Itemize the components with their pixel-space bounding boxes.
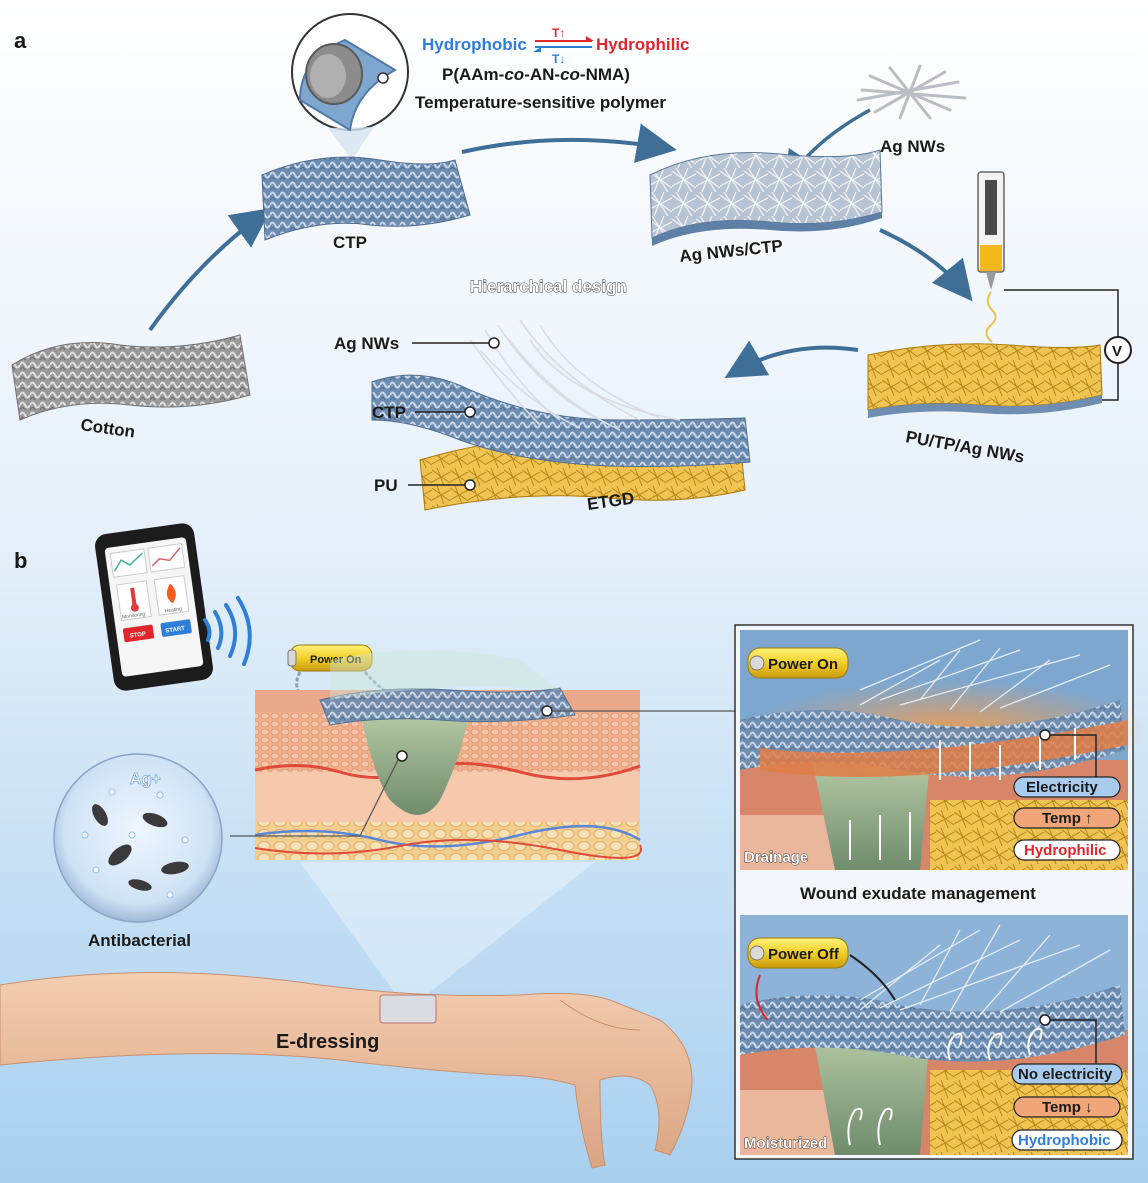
electrospinning-jet: [985, 291, 997, 343]
phone-label-heating: Heating: [164, 606, 182, 614]
antibacterial-label: Antibacterial: [88, 931, 191, 950]
equilibrium-arrows: [533, 36, 594, 52]
agnws-bundle-label: Ag NWs: [880, 137, 945, 156]
arrow-cotton-to-ctp: [148, 207, 272, 332]
leader-wound-to-bubble: [230, 750, 408, 837]
antibacterial-bubble: [53, 753, 223, 923]
phone-stop-button[interactable]: [122, 624, 155, 643]
dressing-glow: [330, 650, 560, 700]
battery-bottom-wire-red: [755, 974, 769, 1021]
tag-electricity: [1013, 776, 1121, 798]
dressing-on-skin: [319, 687, 576, 726]
wireless-signal-icon: [203, 596, 252, 666]
battery-main: [287, 644, 373, 672]
t-up-label: T↑: [552, 26, 565, 40]
polymer-fiber-callout: [291, 13, 409, 160]
panel-b-letter: b: [14, 548, 27, 573]
leader-top-box: [1039, 729, 1097, 777]
tag-hydrophobic: [1011, 1129, 1123, 1151]
moisturized-label: Moisturized: [744, 1135, 827, 1152]
etgd-layer-agnws-label: Ag NWs: [334, 334, 399, 353]
phone-label-monitoring: Monitoring: [122, 611, 146, 620]
battery-top-label: Power On: [768, 656, 838, 673]
skin-cross-section: [254, 690, 642, 860]
etgd-leader-agnws: [412, 337, 500, 349]
projection-cone: [300, 862, 595, 1000]
etgd-layers: [371, 319, 751, 511]
battery-bottom: [747, 937, 849, 969]
agnws-ctp-edge: [652, 212, 882, 246]
voltage-label: V: [1112, 343, 1122, 360]
leader-dressing-to-box: [541, 705, 735, 717]
pu-tp-agnws-mat: [867, 343, 1103, 411]
polymer-formula: P(AAm-co-AN-co-NMA): [442, 65, 630, 84]
tag-electricity-label: Electricity: [1026, 779, 1098, 796]
phone-start-button[interactable]: [160, 619, 192, 637]
cotton-fabric: [11, 334, 251, 421]
etgd-leader-ctp: [415, 406, 476, 418]
syringe: [977, 171, 1005, 290]
phone-stop-label: STOP: [129, 631, 146, 639]
battery-main-chain: [295, 671, 401, 707]
battery-top: [747, 647, 849, 679]
battery-bottom-label: Power Off: [768, 946, 840, 963]
battery-main-label: Power On: [310, 654, 362, 666]
tag-temp-down: [1013, 1096, 1121, 1118]
tag-hydrophilic-label: Hydrophilic: [1024, 842, 1107, 859]
etgd-leader-pu: [408, 479, 476, 491]
drainage-label: Drainage: [744, 849, 808, 866]
tag-no-electricity-label: No electricity: [1018, 1066, 1113, 1083]
drainage-box: [740, 630, 1148, 870]
tag-hydrophobic-label: Hydrophobic: [1018, 1132, 1111, 1149]
leader-bottom-box: [1039, 1014, 1097, 1064]
arrow-ctp-to-agnws: [461, 123, 677, 163]
wound-exudate-caption: Wound exudate management: [800, 884, 1036, 903]
arrow-to-electrospinning: [879, 228, 973, 302]
voltage-source: [1104, 336, 1132, 364]
phone-start-label: START: [165, 626, 186, 635]
arm-and-hand: [0, 972, 693, 1169]
tag-temp-up-label: Temp ↑: [1042, 810, 1093, 827]
battery-bottom-wire-black: [849, 954, 896, 1001]
t-down-label: T↓: [552, 52, 565, 66]
ctp-label: CTP: [333, 233, 367, 252]
agnws-bundle: [856, 64, 967, 120]
hydrophobic-label: Hydrophobic: [422, 35, 527, 54]
tag-temp-down-label: Temp ↓: [1042, 1099, 1093, 1116]
tag-hydrophilic: [1013, 839, 1121, 861]
arrow-to-etgd: [724, 340, 859, 379]
e-dressing-label: E-dressing: [276, 1031, 379, 1053]
hydrophilic-label: Hydrophilic: [596, 35, 690, 54]
etgd-layer-pu-label: PU: [374, 476, 398, 495]
tag-no-electricity: [1011, 1063, 1123, 1085]
panel-a-letter: a: [14, 28, 27, 53]
pu-tp-agnws-edge: [868, 395, 1102, 418]
polymer-description: Temperature-sensitive polymer: [415, 93, 666, 112]
hierarchical-design-label: Hierarchical design: [470, 277, 627, 296]
smartphone: Monitoring Heating STOP START: [95, 523, 213, 691]
etgd-layer-ctp-label: CTP: [372, 403, 406, 422]
tag-temp-up: [1013, 807, 1121, 829]
e-dressing-patch: [379, 994, 437, 1024]
ctp-fabric: [261, 156, 471, 241]
ag-ion-label: Ag+: [130, 771, 161, 788]
